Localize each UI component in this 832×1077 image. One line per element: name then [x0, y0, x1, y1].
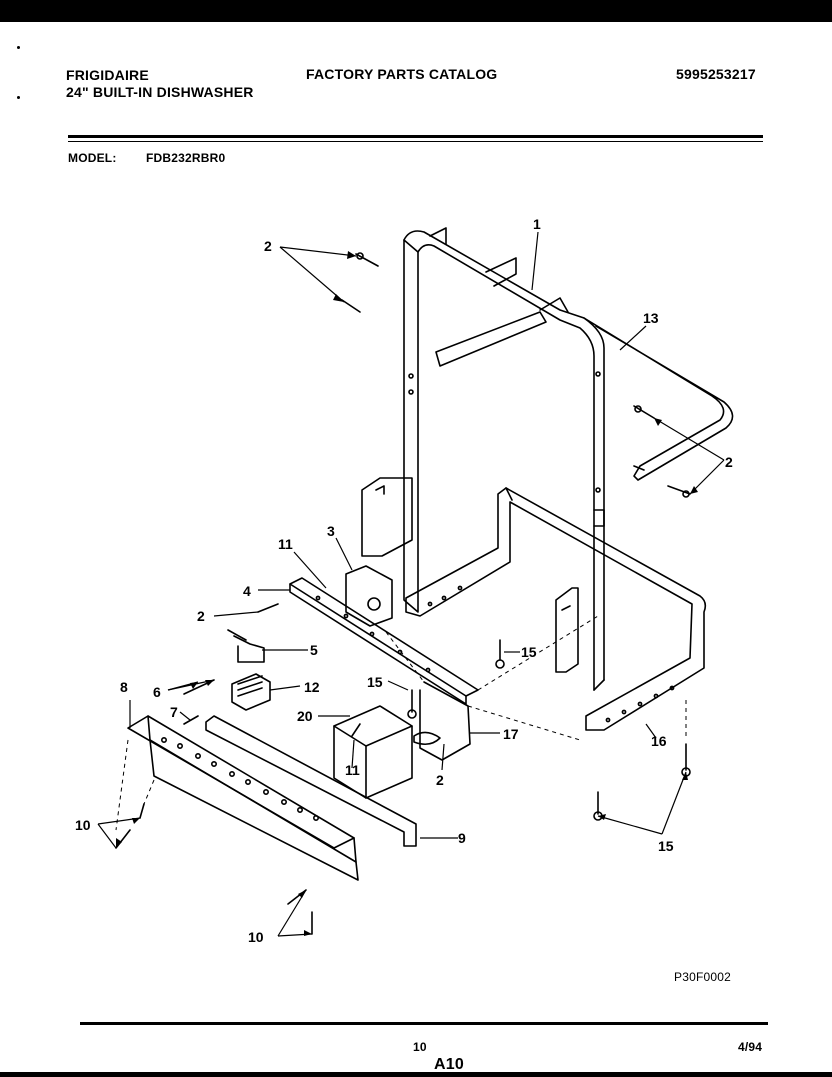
component-box	[333, 705, 413, 799]
header-rule-thin	[68, 141, 763, 142]
callout-2: 2	[264, 238, 272, 254]
callout-5: 5	[310, 642, 318, 658]
callout-13: 13	[643, 310, 659, 326]
upper-frame	[403, 227, 605, 691]
callout-10: 10	[248, 929, 264, 945]
assembly-lines	[115, 615, 687, 831]
figure-code: P30F0002	[674, 970, 731, 984]
relay	[231, 673, 271, 711]
screw	[355, 253, 379, 267]
footer-rule	[80, 1022, 768, 1025]
product-name: 24" BUILT-IN DISHWASHER	[66, 84, 254, 100]
screw	[139, 803, 145, 819]
callout-2: 2	[725, 454, 733, 470]
side-rail	[583, 317, 734, 481]
switch-assembly	[345, 565, 393, 627]
page-code: A10	[434, 1056, 464, 1073]
callout-15: 15	[367, 674, 383, 690]
callout-1: 1	[533, 216, 541, 232]
screw	[183, 715, 199, 725]
callout-7: 7	[170, 704, 178, 720]
control-panel-plate	[127, 715, 359, 881]
callout-15: 15	[658, 838, 674, 854]
brand-name: FRIGIDAIRE	[66, 67, 149, 83]
scan-speck	[17, 96, 20, 99]
callout-20: 20	[297, 708, 313, 724]
callout-2: 2	[197, 608, 205, 624]
callout-17: 17	[503, 726, 519, 742]
lower-frame	[405, 487, 707, 731]
callout-16: 16	[651, 733, 667, 749]
screw	[351, 723, 361, 737]
callout-11: 11	[345, 762, 360, 778]
callout-3: 3	[327, 523, 335, 539]
screw	[667, 485, 691, 495]
leader-lines	[97, 231, 725, 937]
housing	[419, 681, 471, 761]
callout-11: 11	[278, 536, 293, 552]
callout-10: 10	[75, 817, 91, 833]
switch	[233, 635, 265, 663]
callout-8: 9	[458, 830, 466, 846]
callout-6: 6	[153, 684, 161, 700]
screw	[257, 603, 279, 613]
top-border-bar	[0, 0, 832, 22]
callout-15: 15	[521, 644, 537, 660]
footer-date: 4/94	[738, 1040, 763, 1054]
callout-4: 4	[243, 583, 251, 599]
header-rule-thick	[68, 135, 763, 138]
panel-rail	[205, 715, 417, 847]
scan-speck	[17, 46, 20, 49]
catalog-number: 5995253217	[676, 66, 756, 82]
callout-9: 8	[120, 679, 128, 695]
callout-12: 12	[304, 679, 320, 695]
screw	[341, 299, 361, 313]
model-label: MODEL:	[68, 151, 117, 165]
callout-2: 2	[436, 772, 444, 788]
model-number: FDB232RBR0	[146, 151, 226, 165]
bottom-border-bar	[0, 1072, 832, 1077]
upper-bracket	[361, 477, 413, 557]
catalog-title: FACTORY PARTS CATALOG	[306, 66, 498, 82]
rear-bracket	[555, 587, 579, 673]
page-number: 10	[413, 1040, 427, 1054]
screw	[633, 405, 655, 419]
